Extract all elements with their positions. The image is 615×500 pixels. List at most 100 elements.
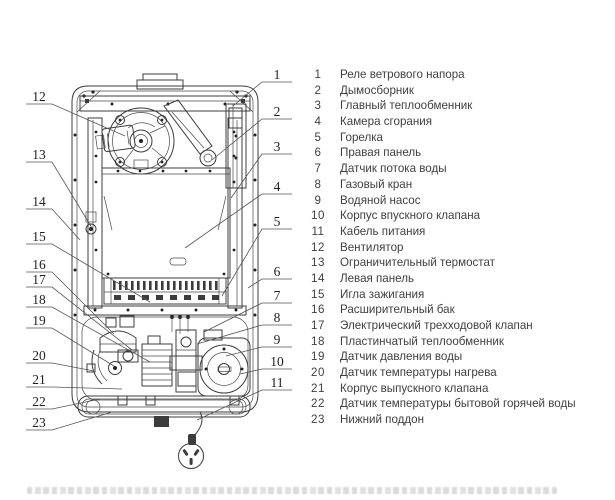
callout-number: 1 — [274, 67, 281, 82]
legend-item-label: Ограничительный термостат — [340, 256, 495, 270]
burner-slats — [113, 281, 218, 290]
combustion-chamber — [101, 167, 231, 279]
burner — [103, 277, 227, 305]
top-bar — [79, 95, 251, 112]
legend-item-label: Горелка — [340, 130, 384, 144]
fan-assembly — [95, 107, 175, 175]
legend-item-label: Водяной насос — [340, 193, 421, 207]
legend-item-label: Реле ветрового напора — [340, 68, 465, 81]
legend-item-number: 2 — [314, 83, 322, 97]
legend-item-label: Дымосборник — [340, 83, 414, 97]
legend-item-number: 19 — [311, 350, 325, 364]
legend-item: 5 Горелка — [308, 130, 608, 146]
callout-number: 19 — [32, 313, 46, 328]
legend-item: 23 Нижний поддон — [308, 412, 608, 428]
callout-number: 10 — [270, 354, 284, 369]
legend-item: 9 Водяной насос — [308, 193, 608, 209]
callout-number: 8 — [274, 310, 281, 325]
legend-item-number: 9 — [314, 193, 322, 207]
callout-number: 17 — [32, 272, 46, 287]
callout-numbers-left: 12 13 14 15 16 17 18 19 20 21 22 23 — [32, 89, 46, 430]
legend-item-label: Датчик потока воды — [340, 162, 447, 176]
legend-item-label: Датчик температуры нагрева — [340, 366, 497, 380]
legend-item: 21 Корпус выпускного клапана — [308, 381, 608, 397]
legend-item-number: 6 — [314, 146, 322, 160]
legend-item-label: Корпус выпускного клапана — [340, 381, 489, 395]
callout-number: 18 — [32, 292, 46, 307]
callout-number: 4 — [274, 179, 281, 194]
legend-item-label: Пластинчатый теплообменник — [340, 334, 504, 348]
legend-item: 18 Пластинчатый теплообменник — [308, 334, 608, 350]
callout-number: 6 — [274, 264, 281, 279]
callout-number: 14 — [32, 194, 46, 209]
legend-item-number: 14 — [311, 271, 325, 285]
legend-item-number: 15 — [311, 287, 325, 301]
legend-item-label: Нижний поддон — [340, 413, 425, 427]
legend-item-number: 17 — [311, 319, 325, 332]
callout-number: 7 — [274, 288, 281, 303]
legend-item: 15 Игла зажигания — [308, 287, 608, 303]
legend-item-label: Правая панель — [340, 146, 422, 160]
legend-item-number: 23 — [311, 413, 325, 427]
legend-item-number: 12 — [311, 240, 325, 254]
boiler-outline — [71, 85, 259, 413]
callout-number: 16 — [32, 257, 46, 272]
legend-item: 7 Датчик потока воды — [308, 161, 608, 177]
callout-leaders-left — [26, 103, 151, 431]
legend-item-number: 10 — [311, 209, 325, 223]
legend-item-number: 13 — [311, 256, 325, 270]
callout-number: 13 — [32, 147, 46, 162]
legend-item: 6 Правая панель — [308, 145, 608, 161]
callout-number: 12 — [32, 89, 46, 104]
legend-item: 11 Кабель питания — [308, 224, 608, 240]
legend-item-number: 18 — [311, 334, 325, 348]
legend-item-label: Датчик давления воды — [340, 350, 463, 364]
legend-item-number: 7 — [314, 162, 322, 176]
bottom-tray — [77, 395, 251, 427]
legend-item-number: 21 — [311, 381, 325, 395]
legend-item: 17 Электрический трехходовой клапан — [308, 318, 608, 334]
hydraulic-compartment — [81, 315, 251, 406]
power-plug — [178, 411, 204, 469]
legend-item: 14 Левая панель — [308, 271, 608, 287]
legend-item-label: Камера сгорания — [340, 115, 433, 129]
callout-numbers-right: 1 2 3 4 5 6 7 8 9 10 11 — [270, 67, 284, 390]
blurred-caption — [27, 487, 557, 494]
callout-number: 22 — [32, 394, 46, 409]
legend-item: 13 Ограничительный термостат — [308, 255, 608, 271]
callout-number: 15 — [32, 229, 46, 244]
legend-item-number: 16 — [311, 303, 325, 317]
legend-item-number: 22 — [311, 397, 325, 411]
legend-item: 4 Камера сгорания — [308, 114, 608, 130]
legend-item-label: Игла зажигания — [340, 287, 425, 301]
legend-item: 12 Вентилятор — [308, 240, 608, 256]
legend-item-number: 11 — [311, 224, 325, 238]
callout-number: 23 — [32, 415, 46, 430]
callout-number: 9 — [274, 332, 281, 347]
legend-item-label: Расширительный бак — [340, 303, 455, 317]
legend-item: 19 Датчик давления воды — [308, 349, 608, 365]
legend-item-number: 3 — [314, 99, 322, 113]
legend-item-label: Корпус впускного клапана — [340, 209, 481, 223]
callout-number: 3 — [274, 139, 281, 154]
callout-number: 2 — [274, 104, 281, 119]
callout-number: 5 — [274, 214, 281, 229]
legend-item-label: Газовый кран — [340, 177, 413, 191]
legend-item: 20 Датчик температуры нагрева — [308, 365, 608, 381]
legend-item-label: Электрический трехходовой клапан — [340, 319, 533, 332]
legend-item-label: Левая панель — [340, 271, 415, 285]
legend-item-label: Кабель питания — [340, 224, 426, 238]
legend-item-number: 4 — [314, 115, 322, 129]
callout-number: 11 — [271, 375, 284, 390]
legend-item-label: Вентилятор — [340, 240, 404, 254]
callout-number: 20 — [32, 348, 46, 363]
legend-item-number: 5 — [314, 130, 322, 144]
legend-item-number: 20 — [311, 366, 325, 380]
